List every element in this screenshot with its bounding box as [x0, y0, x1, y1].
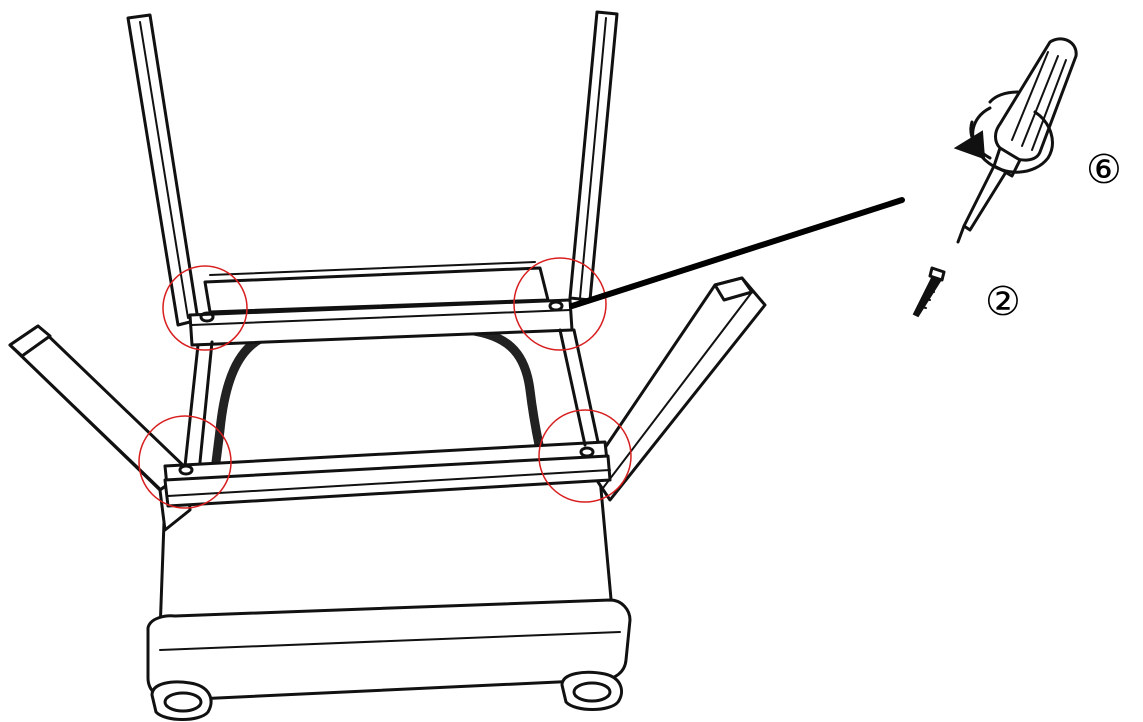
screw-icon	[914, 268, 944, 316]
front-right-leg	[590, 278, 765, 500]
back-left-leg	[128, 15, 198, 325]
back-right-leg	[570, 12, 617, 300]
screw-part-number: ②	[985, 282, 1021, 322]
front-left-leg	[10, 326, 190, 530]
seat-cushion	[148, 478, 630, 700]
foot-right	[562, 672, 622, 709]
screwdriver-part-number: ⑥	[1086, 150, 1122, 190]
